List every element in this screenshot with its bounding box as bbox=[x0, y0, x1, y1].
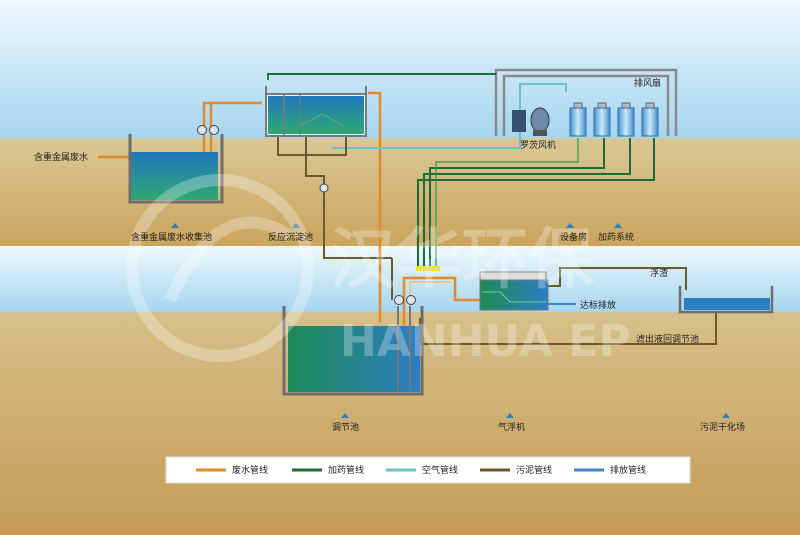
label-equipment-room: 设备房 bbox=[560, 231, 587, 243]
label-air-flotation: 气浮机 bbox=[498, 421, 525, 433]
collection-tank bbox=[128, 134, 224, 204]
legend-label-discharge: 排放管线 bbox=[610, 464, 646, 476]
label-collection-tank: 含重金属废水收集池 bbox=[131, 231, 212, 243]
legend-label-air: 空气管线 bbox=[422, 464, 458, 476]
label-roots-blower: 罗茨风机 bbox=[520, 139, 556, 151]
label-filtrate-return: 滤出液回调节池 bbox=[636, 333, 699, 345]
label-equalization-tank: 调节池 bbox=[332, 421, 359, 433]
dosing-drums bbox=[569, 102, 659, 137]
mixing-junction bbox=[416, 266, 440, 271]
legend-label-sludge: 污泥管线 bbox=[516, 464, 552, 476]
air-flotation-machine bbox=[479, 271, 549, 311]
legend-item: 废水管线 bbox=[196, 464, 268, 476]
sky-band bbox=[0, 0, 800, 138]
sludge-drying-bed bbox=[678, 286, 774, 314]
label-dosing-system: 加药系统 bbox=[598, 231, 634, 243]
label-inlet: 含重金属废水 bbox=[34, 151, 88, 163]
location-markers bbox=[171, 223, 730, 418]
label-sludge-yard: 污泥干化场 bbox=[700, 421, 745, 433]
exhaust-frame bbox=[494, 68, 678, 136]
watermark-en: HANHUA EP bbox=[340, 316, 631, 367]
equalization-tank bbox=[282, 306, 424, 396]
label-scum: 浮渣 bbox=[650, 267, 668, 279]
legend-label-dosing: 加药管线 bbox=[328, 464, 364, 476]
reaction-tank bbox=[265, 86, 367, 137]
watermark: 汉华环保 HANHUA EP bbox=[126, 174, 631, 367]
legend-item: 空气管线 bbox=[386, 464, 458, 476]
legend-item: 排放管线 bbox=[574, 464, 646, 476]
legend: 废水管线 加药管线 空气管线 污泥管线 排放管线 bbox=[165, 456, 691, 484]
legend-item: 污泥管线 bbox=[480, 464, 552, 476]
label-reaction-tank: 反应沉淀池 bbox=[268, 231, 313, 243]
legend-item: 加药管线 bbox=[292, 464, 364, 476]
roots-blower bbox=[512, 107, 550, 136]
label-exhaust-room: 排风扇 bbox=[634, 77, 661, 89]
dosing-pipes bbox=[267, 73, 655, 268]
air-pipes bbox=[332, 83, 567, 149]
pump-collection bbox=[197, 125, 219, 135]
watermark-cn: 汉华环保 bbox=[330, 221, 595, 298]
pump-equalization bbox=[394, 295, 416, 305]
sludge-pump bbox=[319, 183, 329, 193]
legend-label-wastewater: 废水管线 bbox=[232, 464, 268, 476]
label-discharge: 达标排放 bbox=[580, 299, 616, 311]
dosing-pipes-light bbox=[267, 76, 579, 268]
